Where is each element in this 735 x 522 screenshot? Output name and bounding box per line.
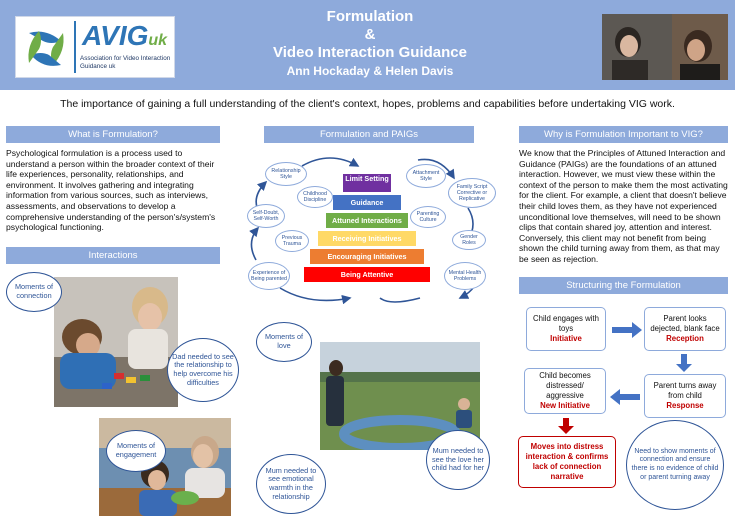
flow-box-distress: Moves into distress interaction & confir… — [518, 436, 616, 488]
pyramid-being-attentive: Being Attentive — [304, 267, 430, 282]
oval-gender-roles: Gender Roles — [452, 230, 486, 250]
pyramid-encouraging-initiatives: Encouraging Initiatives — [310, 249, 424, 264]
pyramid-attuned-interactions: Attuned Interactions — [326, 213, 408, 228]
why-formulation-text: We know that the Principles of Attuned I… — [519, 148, 728, 264]
what-is-formulation-heading: What is Formulation? — [6, 126, 220, 143]
pyramid-guidance: Guidance — [333, 195, 401, 210]
cloud-moments-connection: Moments of connection — [6, 272, 62, 312]
oval-self-doubt: Self-Doubt, Self-Worth — [247, 204, 285, 228]
arrow-down-icon — [676, 354, 692, 372]
cloud-moments-engagement: Moments of engagement — [106, 430, 166, 472]
avig-logo-icon — [28, 31, 64, 66]
flow-box-new-initiative-text: Child becomes distressed/ aggressive — [539, 371, 591, 400]
why-formulation-heading: Why is Formulation Important to VIG? — [519, 126, 728, 143]
oval-childhood-discipline: Childhood Discipline — [297, 186, 333, 208]
authors: Ann Hockaday & Helen Davis — [286, 64, 454, 78]
logo-wordmark: AVIGuk — [82, 21, 167, 56]
pyramid-receiving-initiatives: Receiving Initiatives — [318, 231, 416, 246]
what-is-formulation-text: Psychological formulation is a process u… — [6, 148, 216, 233]
formulation-paigs-heading: Formulation and PAIGs — [264, 126, 474, 143]
structuring-heading: Structuring the Formulation — [519, 277, 728, 294]
oval-family-script: Family Script Corrective or Replicative — [448, 178, 496, 208]
flow-box-initiative-text: Child engages with toys — [533, 314, 599, 333]
flow-box-response-tag: Response — [666, 401, 704, 410]
flow-arrows — [558, 322, 692, 434]
arrow-left-icon — [610, 389, 640, 405]
cloud-need-to-show: Need to show moments of connection and e… — [626, 420, 724, 510]
title-line-1: Formulation — [326, 8, 414, 25]
flow-box-reception-tag: Reception — [666, 334, 704, 343]
cloud-moments-love: Moments of love — [256, 322, 312, 362]
flow-box-response: Parent turns away from child Response — [644, 374, 726, 418]
flow-box-reception-text: Parent looks dejected, blank face — [650, 314, 720, 333]
flow-box-reception: Parent looks dejected, blank face Recept… — [644, 307, 726, 351]
pyramid-limit-setting: Limit Setting — [343, 174, 391, 192]
oval-previous-trauma: Previous Trauma — [275, 230, 309, 252]
flow-box-new-initiative-tag: New Initiative — [540, 401, 590, 410]
flow-box-initiative: Child engages with toys Initiative — [526, 307, 606, 351]
authors-photo — [602, 14, 728, 80]
cloud-mum-love: Mum needed to see the love her child had… — [426, 430, 490, 490]
flow-box-response-text: Parent turns away from child — [653, 381, 717, 400]
arrow-right-icon — [612, 322, 642, 338]
oval-mental-health: Mental Health Problems — [444, 262, 486, 290]
oval-attachment-style: Attachment Style — [406, 164, 446, 188]
title-line-2: & — [364, 26, 376, 43]
poster-subtitle: The importance of gaining a full underst… — [60, 98, 675, 110]
title-line-3: Video Interaction Guidance — [273, 44, 467, 61]
photo-lego-play — [54, 277, 178, 407]
interactions-heading: Interactions — [6, 247, 220, 264]
poster-title: Formulation & Video Interaction Guidance… — [190, 8, 550, 80]
cloud-dad-needed: Dad needed to see the relationship to he… — [167, 338, 239, 402]
logo-suffix: uk — [148, 32, 168, 49]
oval-experience-parented: Experience of Being parented — [248, 262, 290, 290]
flow-box-new-initiative: Child becomes distressed/ aggressive New… — [524, 368, 606, 414]
logo-divider — [74, 21, 76, 73]
logo-text: AVIG — [82, 20, 149, 51]
flow-box-initiative-tag: Initiative — [550, 334, 582, 343]
oval-parenting-culture: Parenting Culture — [410, 206, 446, 228]
logo-subtitle: Association for Video Interaction Guidan… — [80, 55, 171, 70]
authors-photo-image — [602, 14, 728, 80]
arrow-down-red-icon — [558, 418, 574, 434]
oval-relationship-style: Relationship Style — [265, 162, 307, 186]
avig-logo: AVIGuk Association for Video Interaction… — [15, 16, 175, 78]
cloud-mum-warmth: Mum needed to see emotional warmth in th… — [256, 454, 326, 514]
